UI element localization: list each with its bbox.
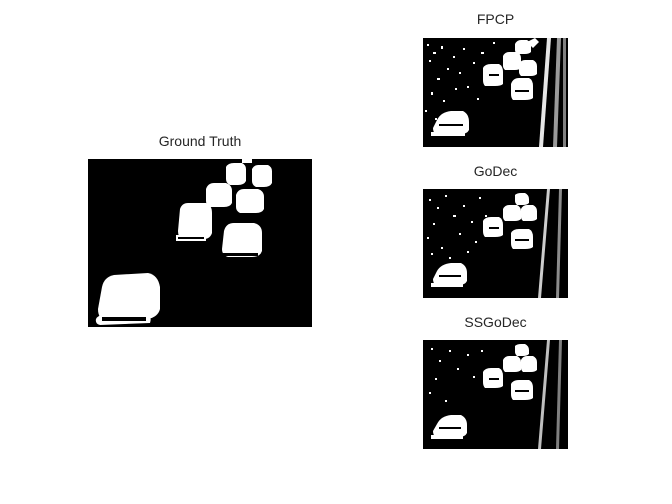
ground-truth-mask xyxy=(88,159,312,327)
ssgodec-mask-svg xyxy=(423,340,568,449)
ssgodec-title: SSGoDec xyxy=(464,314,527,330)
ground-truth-title: Ground Truth xyxy=(158,133,242,149)
godec-mask xyxy=(423,189,568,298)
fpcp-title: FPCP xyxy=(476,11,515,27)
ssgodec-mask xyxy=(423,340,568,449)
fpcp-mask xyxy=(423,38,568,147)
ground-truth-mask-svg xyxy=(88,159,312,327)
godec-title: GoDec xyxy=(473,163,518,179)
godec-mask-svg xyxy=(423,189,568,298)
fpcp-mask-svg xyxy=(423,38,568,147)
